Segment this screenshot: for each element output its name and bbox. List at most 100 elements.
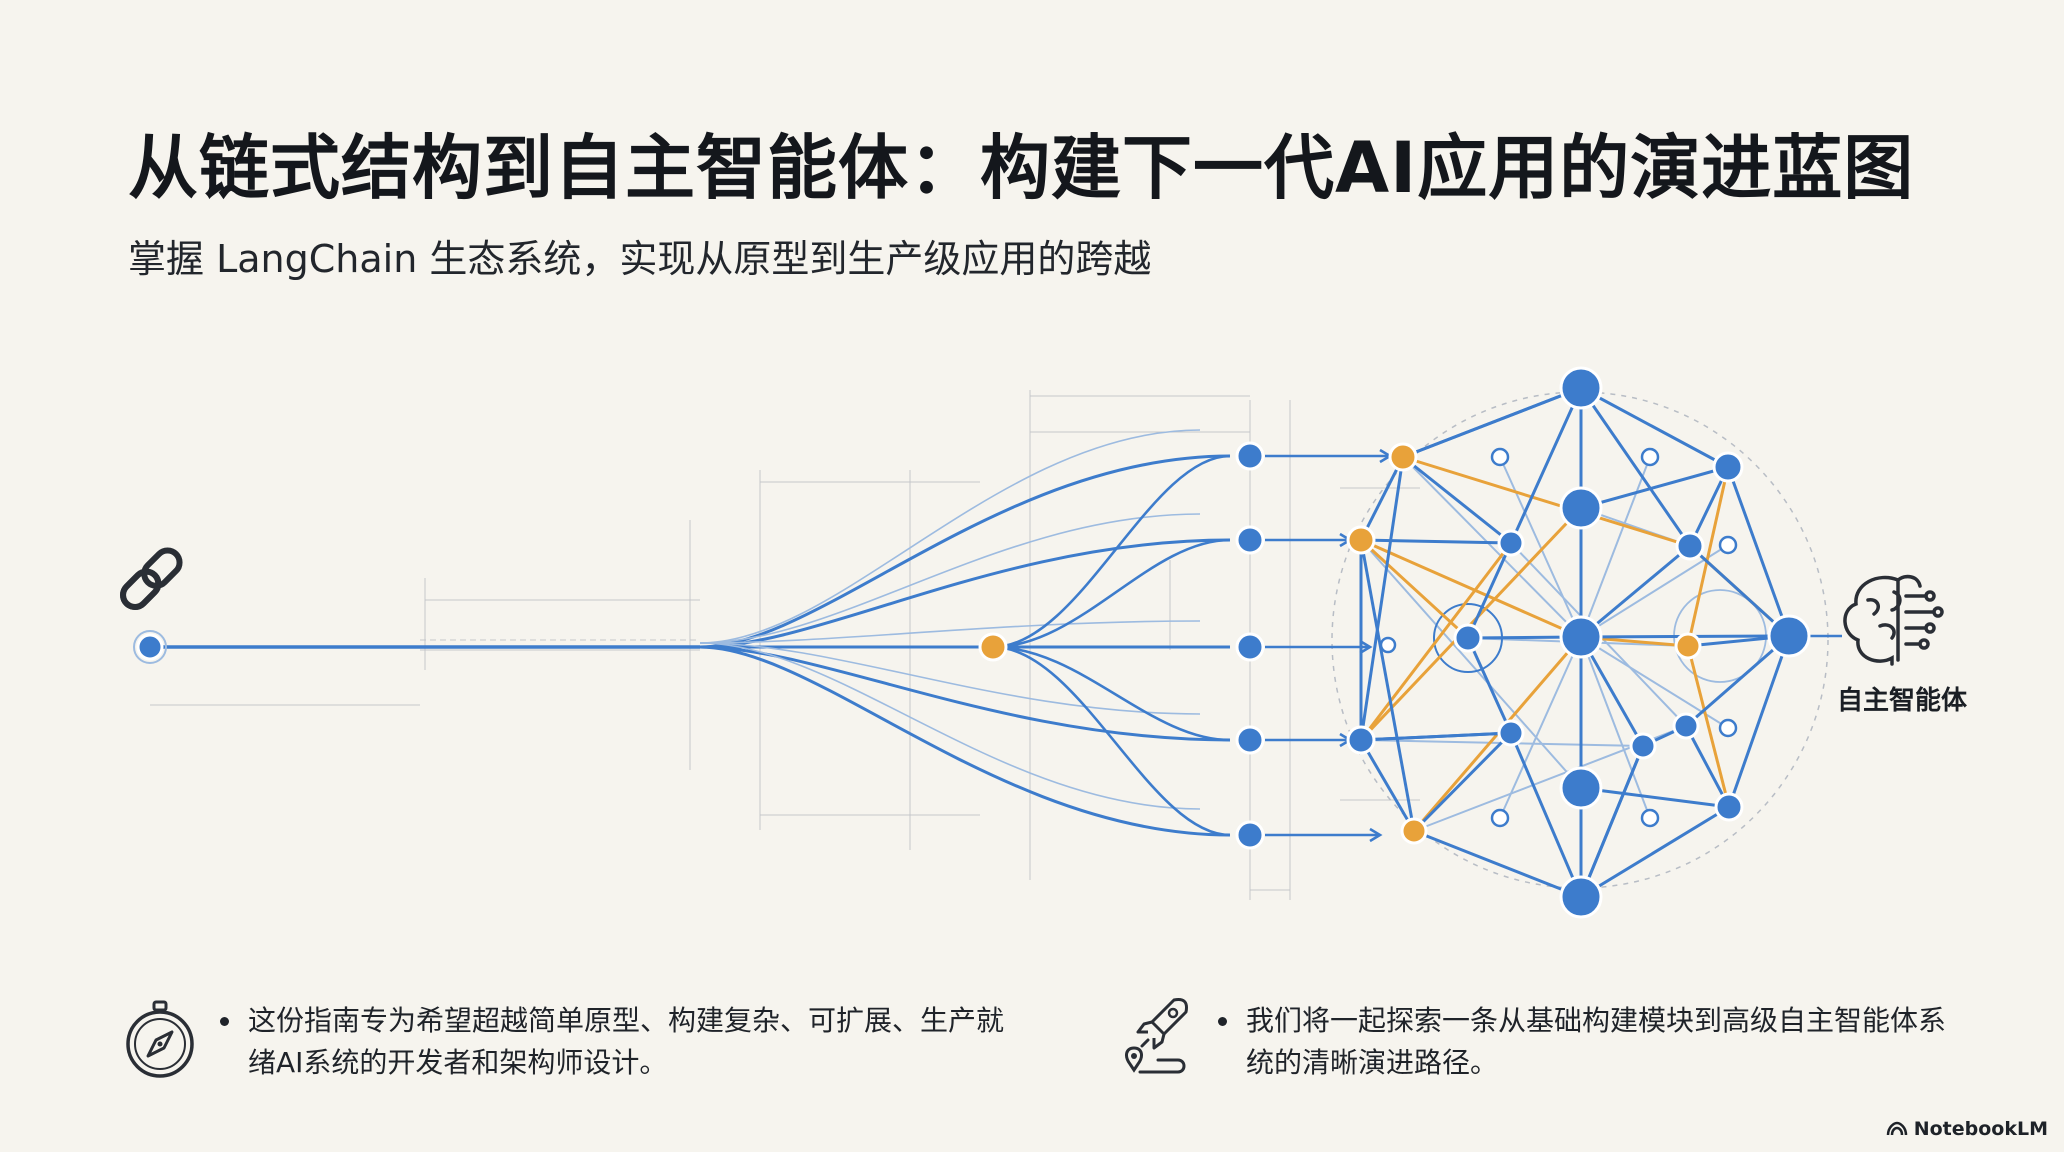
flow-branch-line-faint [699, 642, 1201, 715]
flow-lines [150, 429, 1842, 843]
network-edge [1359, 456, 1405, 541]
bullet-text: 我们将一起探索一条从基础构建模块到高级自主智能体系统的清晰演进路径。 [1246, 1004, 1947, 1079]
network-edge [1412, 731, 1513, 833]
network-node [1346, 725, 1376, 755]
feed-arrow-head [1359, 639, 1373, 655]
network-node [1559, 366, 1603, 410]
bullet-text: 这份指南专为希望超越简单原型、构建复杂、可扩展、生产就绪AI系统的开发者和架构师… [248, 1004, 1005, 1079]
hub-node [978, 632, 1008, 662]
network-edge [1359, 539, 1416, 832]
network-node [1640, 447, 1660, 467]
network-node [1379, 636, 1397, 654]
network-edge [1359, 739, 1416, 832]
flow-branch-line-faint [699, 642, 1201, 810]
network-edge [1580, 465, 1729, 510]
network-node [1490, 447, 1510, 467]
network-node [1559, 486, 1603, 530]
network-node [1640, 808, 1660, 828]
flow-branch-line-faint [699, 513, 1201, 644]
hub-branch-line [992, 645, 1231, 837]
bullet-dot [220, 1017, 229, 1026]
flow-branch-line-faint [699, 620, 1201, 644]
end-state-label: 自主智能体 [1836, 686, 1967, 716]
network-edge-faint [1580, 544, 1729, 638]
network-edge [1413, 829, 1582, 899]
flow-branch-line [699, 645, 1231, 837]
brand-label: NotebookLM [1913, 1118, 2048, 1140]
flow-branch-line [699, 645, 1231, 742]
flow-node [1235, 725, 1265, 755]
network-edge [1688, 544, 1791, 638]
start-node-halo [133, 630, 167, 664]
network-edge [1579, 387, 1692, 547]
hub-branch-line [992, 645, 1231, 742]
network-node [1674, 632, 1702, 660]
network-edge [1685, 634, 1790, 728]
network-node [1490, 808, 1510, 828]
network-node [1712, 451, 1744, 483]
network-edge-accent [1686, 645, 1731, 808]
network-edge [1580, 786, 1730, 809]
network-node [1559, 615, 1603, 659]
network-edge [1466, 637, 1513, 734]
network-edge [1579, 745, 1645, 898]
network-edge-faint [1499, 456, 1582, 638]
brand-badge: NotebookLM [1886, 1118, 2048, 1140]
network-edge-faint [1580, 456, 1651, 638]
network-edge [1727, 635, 1791, 808]
network-edge [1360, 538, 1512, 545]
network-node [1672, 712, 1700, 740]
network-edge [1580, 544, 1691, 639]
hub-branch-line [992, 454, 1231, 649]
network-edge-faint [1360, 539, 1582, 789]
network-edge [1509, 387, 1583, 544]
network-edge [1726, 466, 1791, 637]
network-edge-accent [1360, 538, 1582, 639]
network-edge [1359, 456, 1405, 741]
network-edge-faint [1499, 636, 1582, 819]
bullet-item-path: 我们将一起探索一条从基础构建模块到高级自主智能体系统的清晰演进路径。 [1218, 1000, 1966, 1084]
network-edge [1402, 386, 1582, 459]
rocket-route-icon [1125, 998, 1188, 1074]
bullet-dot [1218, 1017, 1227, 1026]
compass-icon [126, 1000, 194, 1078]
network-edge-faint [1402, 456, 1582, 638]
flow-node [1235, 632, 1265, 662]
network-edge-faint [1580, 636, 1651, 819]
notebooklm-logo-icon [1886, 1121, 1907, 1136]
network-node [1629, 732, 1657, 760]
flow-node [1235, 525, 1265, 555]
flow-node [1235, 820, 1265, 850]
network-edge-accent [1402, 455, 1691, 548]
flow-node [1235, 441, 1265, 471]
brain-circuit-icon [1843, 574, 1944, 666]
page-title: 从链式结构到自主智能体：构建下一代AI应用的演进蓝图 [128, 127, 1915, 209]
network-node [1400, 817, 1428, 845]
network-edge-accent [1686, 466, 1730, 647]
network-node [1675, 531, 1705, 561]
feed-arrow-head [1369, 827, 1383, 843]
network-edge [1360, 731, 1512, 742]
start-node [136, 633, 164, 661]
network-node [1346, 525, 1376, 555]
flow-branch-line-faint [699, 429, 1201, 644]
network-node [1714, 792, 1744, 822]
network-node [1718, 718, 1738, 738]
network-edge [1509, 732, 1583, 898]
network-nodes [133, 366, 1811, 919]
network-node [1453, 623, 1483, 653]
hub-branch-line [992, 538, 1231, 649]
network-edge-accent [1359, 542, 1513, 741]
blueprint-guides [150, 390, 1420, 900]
network-node [1559, 875, 1603, 919]
network-edge [1684, 725, 1731, 808]
network-node [1497, 529, 1525, 557]
page-subtitle: 掌握 LangChain 生态系统，实现从原型到生产级应用的跨越 [128, 237, 1152, 281]
network-edge [1466, 542, 1513, 639]
network-node [1767, 614, 1811, 658]
network-node [1718, 535, 1738, 555]
flow-branch-line [699, 454, 1231, 649]
network-node [1388, 442, 1418, 472]
network-edge [1580, 805, 1730, 899]
